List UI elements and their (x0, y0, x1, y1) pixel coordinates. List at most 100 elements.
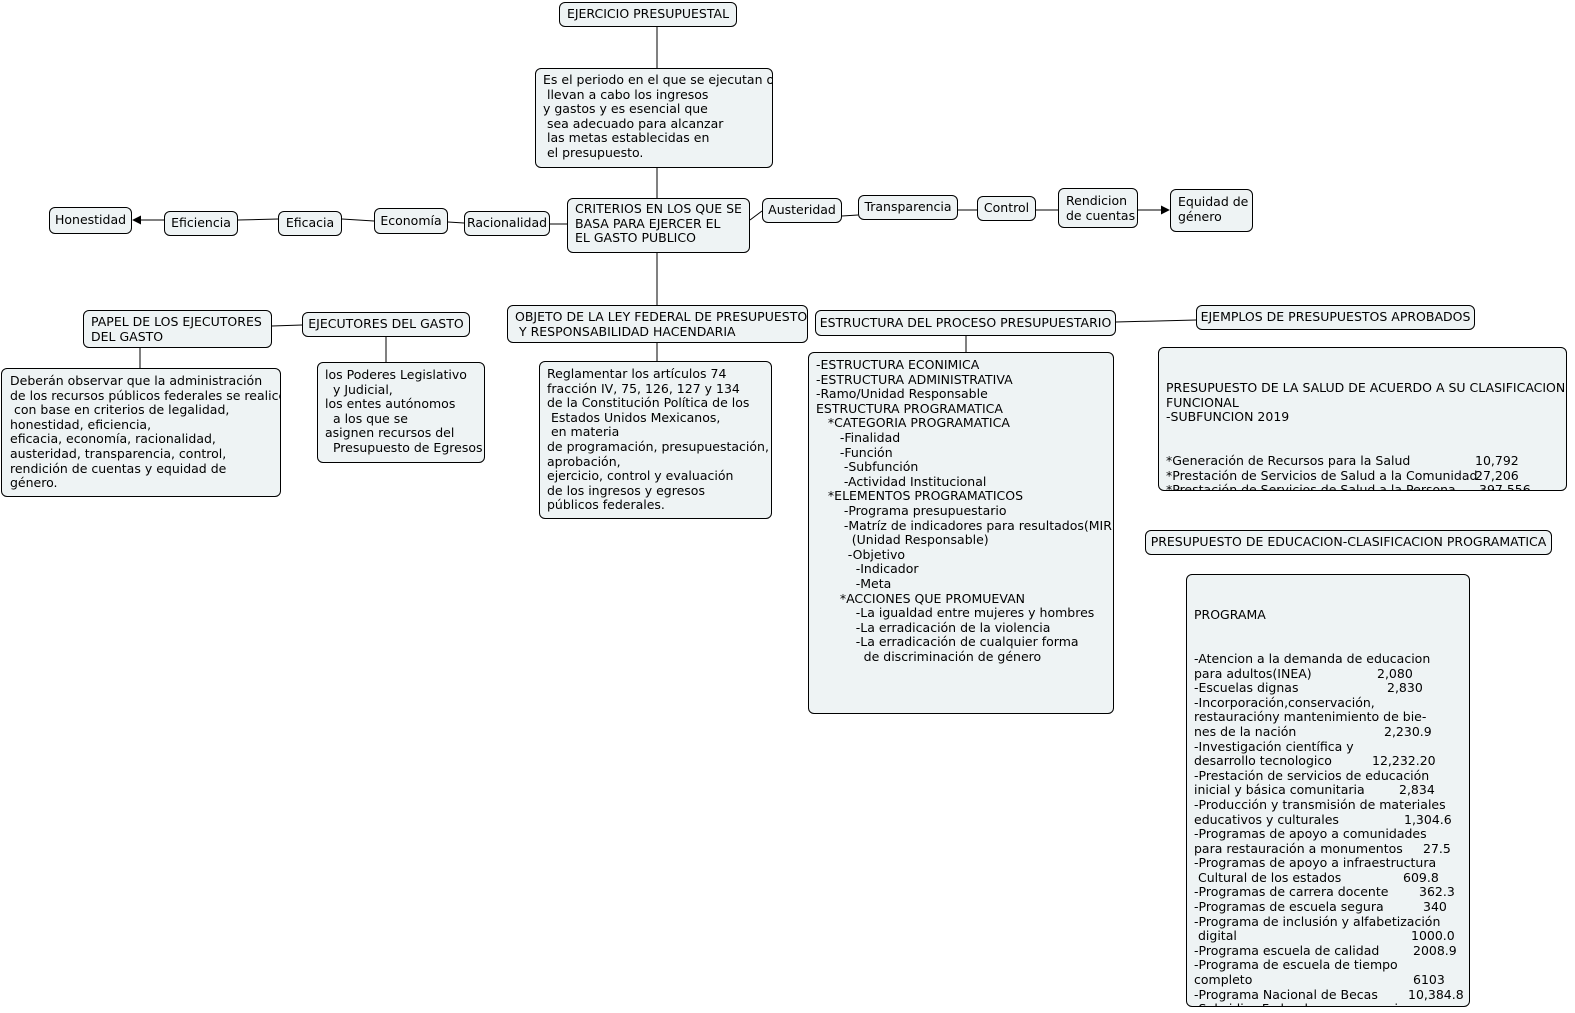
link-eficacia-eficiencia (237, 218, 279, 221)
presupuesto-educacion-box[interactable]: PROGRAMA -Atencion a la demanda de educa… (1186, 574, 1470, 1007)
educacion-row: -Programa Nacional de Becas 10,384.8 (1194, 986, 1464, 1003)
salud-row-value: 397,556 (1479, 482, 1531, 491)
educacion-row-value: 340 (1423, 899, 1447, 915)
educacion-row: -Incorporación,conservación,restauración… (1194, 694, 1462, 740)
educacion-row-label: -Programas de escuela segura (1194, 899, 1384, 915)
educacion-row-value: 2,834 (1399, 782, 1435, 798)
educacion-row: -Programa de inclusión y alfabetización … (1194, 913, 1462, 944)
educacion-row-label: -Prestación de servicios de educación (1194, 767, 1430, 783)
educacion-row-label: para restauración a monumentos (1194, 840, 1403, 856)
criterion-racionalidad[interactable]: Racionalidad (464, 211, 550, 236)
educacion-row: -Programas de escuela segura 340 (1194, 899, 1462, 915)
criteria-node[interactable]: CRITERIOS EN LOS QUE SE BASA PARA EJERCE… (567, 198, 750, 253)
ejemplos-presupuestos-node[interactable]: EJEMPLOS DE PRESUPUESTOS APROBADOS (1196, 305, 1475, 330)
objeto-ley-text[interactable]: Reglamentar los artículos 74 fracción IV… (539, 361, 772, 519)
criterion-equidad-de-genero[interactable]: Equidad de género (1170, 189, 1253, 232)
criterion-eficiencia[interactable]: Eficiencia (164, 211, 238, 236)
salud-rows: *Generación de Recursos para la Salud 10,… (1166, 453, 1559, 491)
educacion-row-label: completo (1194, 972, 1253, 988)
educacion-row-value: 2008.9 (1413, 942, 1457, 958)
educacion-row-value: 1000.0 (1411, 928, 1455, 944)
educacion-row-label: -Programas de apoyo a comunidades (1194, 826, 1427, 842)
educacion-row-label: -Atencion a la demanda de educacion (1194, 650, 1431, 666)
educacion-row-value: 2,080 (1377, 665, 1413, 681)
criterion-transparencia[interactable]: Transparencia (858, 195, 958, 220)
educacion-row-label: desarrollo tecnologico (1194, 753, 1332, 769)
educacion-row-label: digital (1194, 928, 1237, 944)
link-austeridad-transparencia (841, 214, 859, 217)
link-economia-eficacia (341, 218, 375, 222)
link-papel-ejecutores (271, 324, 303, 327)
criterion-rendicion-de-cuentas[interactable]: Rendicion de cuentas (1058, 188, 1138, 228)
educacion-row: -Programa escuela de calidad 2008.9 (1194, 942, 1462, 959)
educacion-row-value: 609.8 (1403, 869, 1439, 885)
educacion-row-value: 27.5 (1423, 840, 1451, 856)
salud-row-value: 10,792 (1475, 453, 1519, 469)
educacion-row: -Subsidios Federales para organismosdesc… (1194, 1002, 1462, 1006)
educacion-row-label: para adultos(INEA) (1194, 665, 1312, 681)
educacion-row-label: -Programa de escuela de tiempo (1194, 957, 1398, 973)
link-criteria-austeridad (749, 210, 763, 221)
ejecutores-node[interactable]: EJECUTORES DEL GASTO (302, 312, 470, 337)
educacion-row-label: -Incorporación,conservación, (1194, 694, 1375, 710)
papel-ejecutores-node[interactable]: PAPEL DE LOS EJECUTORES DEL GASTO (83, 310, 272, 348)
presupuesto-educacion-node[interactable]: PRESUPUESTO DE EDUCACION-CLASIFICACION P… (1145, 530, 1552, 555)
criterion-honestidad[interactable]: Honestidad (49, 207, 132, 234)
criterion-austeridad[interactable]: Austeridad (762, 198, 842, 223)
educacion-row-label: restauracióny mantenimiento de bie- (1194, 709, 1427, 725)
educacion-row-label: inicial y básica comunitaria (1194, 782, 1365, 798)
educacion-row-value: 2,830 (1387, 680, 1423, 696)
salud-header: PRESUPUESTO DE LA SALUD DE ACUERDO A SU … (1166, 380, 1566, 425)
educacion-row-label: -Programas de apoyo a infraestructura (1194, 855, 1437, 871)
salud-row: *Generación de Recursos para la Salud 10,… (1166, 453, 1559, 469)
educacion-header: PROGRAMA (1194, 607, 1266, 623)
criterion-economia[interactable]: Economía (374, 208, 448, 234)
educacion-row-label: -Escuelas dignas (1194, 680, 1299, 696)
educacion-row-value: 362.3 (1419, 884, 1455, 900)
educacion-row-label: -Investigación científica y (1194, 738, 1354, 754)
educacion-row-label: -Programas de carrera docente (1194, 884, 1389, 900)
educacion-row: -Programas de apoyo a infraestructura Cu… (1194, 856, 1462, 885)
educacion-row-label: -Programa Nacional de Becas (1194, 986, 1378, 1002)
estructura-proceso-text[interactable]: -ESTRUCTURA ECONIMICA -ESTRUCTURA ADMINI… (808, 352, 1114, 714)
educacion-row-value: 1,304.6 (1404, 811, 1452, 827)
papel-ejecutores-text[interactable]: Deberán observar que la administración d… (1, 368, 281, 497)
educacion-row-label: -Programa de inclusión y alfabetización (1194, 913, 1441, 929)
link-estructura-ejemplos (1115, 319, 1197, 323)
educacion-row-label: -Subsidios Federales para organismos (1194, 1002, 1462, 1006)
salud-row-value: 27,206 (1475, 467, 1519, 483)
definition-node[interactable]: Es el periodo en el que se ejecutan o ll… (535, 68, 773, 168)
educacion-row-label: nes de la nación (1194, 723, 1297, 739)
ejecutores-who-text[interactable]: los Poderes Legislativo y Judicial, los … (317, 362, 485, 463)
educacion-row-value: 12,232.20 (1372, 753, 1436, 769)
educacion-row-value: 2,230.9 (1384, 723, 1432, 739)
salud-row-label: *Prestación de Servicios de Salud a la C… (1166, 467, 1478, 483)
salud-row: *Prestación de Servicios de Salud a la P… (1166, 482, 1559, 491)
link-racionalidad-economia (447, 221, 465, 224)
educacion-row-label: -Producción y transmisión de materiales (1194, 796, 1446, 812)
educacion-row-label: Cultural de los estados (1194, 869, 1342, 885)
educacion-row: -Escuelas dignas 2,830 (1194, 681, 1462, 696)
estructura-proceso-node[interactable]: ESTRUCTURA DEL PROCESO PRESUPUESTARIO (815, 310, 1116, 336)
criterion-eficacia[interactable]: Eficacia (278, 211, 342, 236)
criterion-control[interactable]: Control (977, 196, 1036, 221)
educacion-row-label: educativos y culturales (1194, 811, 1339, 827)
objeto-ley-node[interactable]: OBJETO DE LA LEY FEDERAL DE PRESUPUESTO … (507, 305, 808, 343)
educacion-row-value: 10,384.8 (1408, 986, 1464, 1002)
root-node[interactable]: EJERCICIO PRESUPUESTAL (559, 2, 737, 27)
salud-row: *Prestación de Servicios de Salud a la C… (1166, 467, 1559, 484)
presupuesto-salud-box[interactable]: PRESUPUESTO DE LA SALUD DE ACUERDO A SU … (1158, 347, 1567, 491)
educacion-row-label: -Programa escuela de calidad (1194, 942, 1380, 958)
salud-row-label: *Generación de Recursos para la Salud (1166, 453, 1411, 469)
salud-row-label: *Prestación de Servicios de Salud a la P… (1166, 482, 1456, 491)
educacion-row: -Programas de carrera docente 362.3 (1194, 885, 1462, 900)
educacion-row-value: 6103 (1413, 972, 1445, 988)
